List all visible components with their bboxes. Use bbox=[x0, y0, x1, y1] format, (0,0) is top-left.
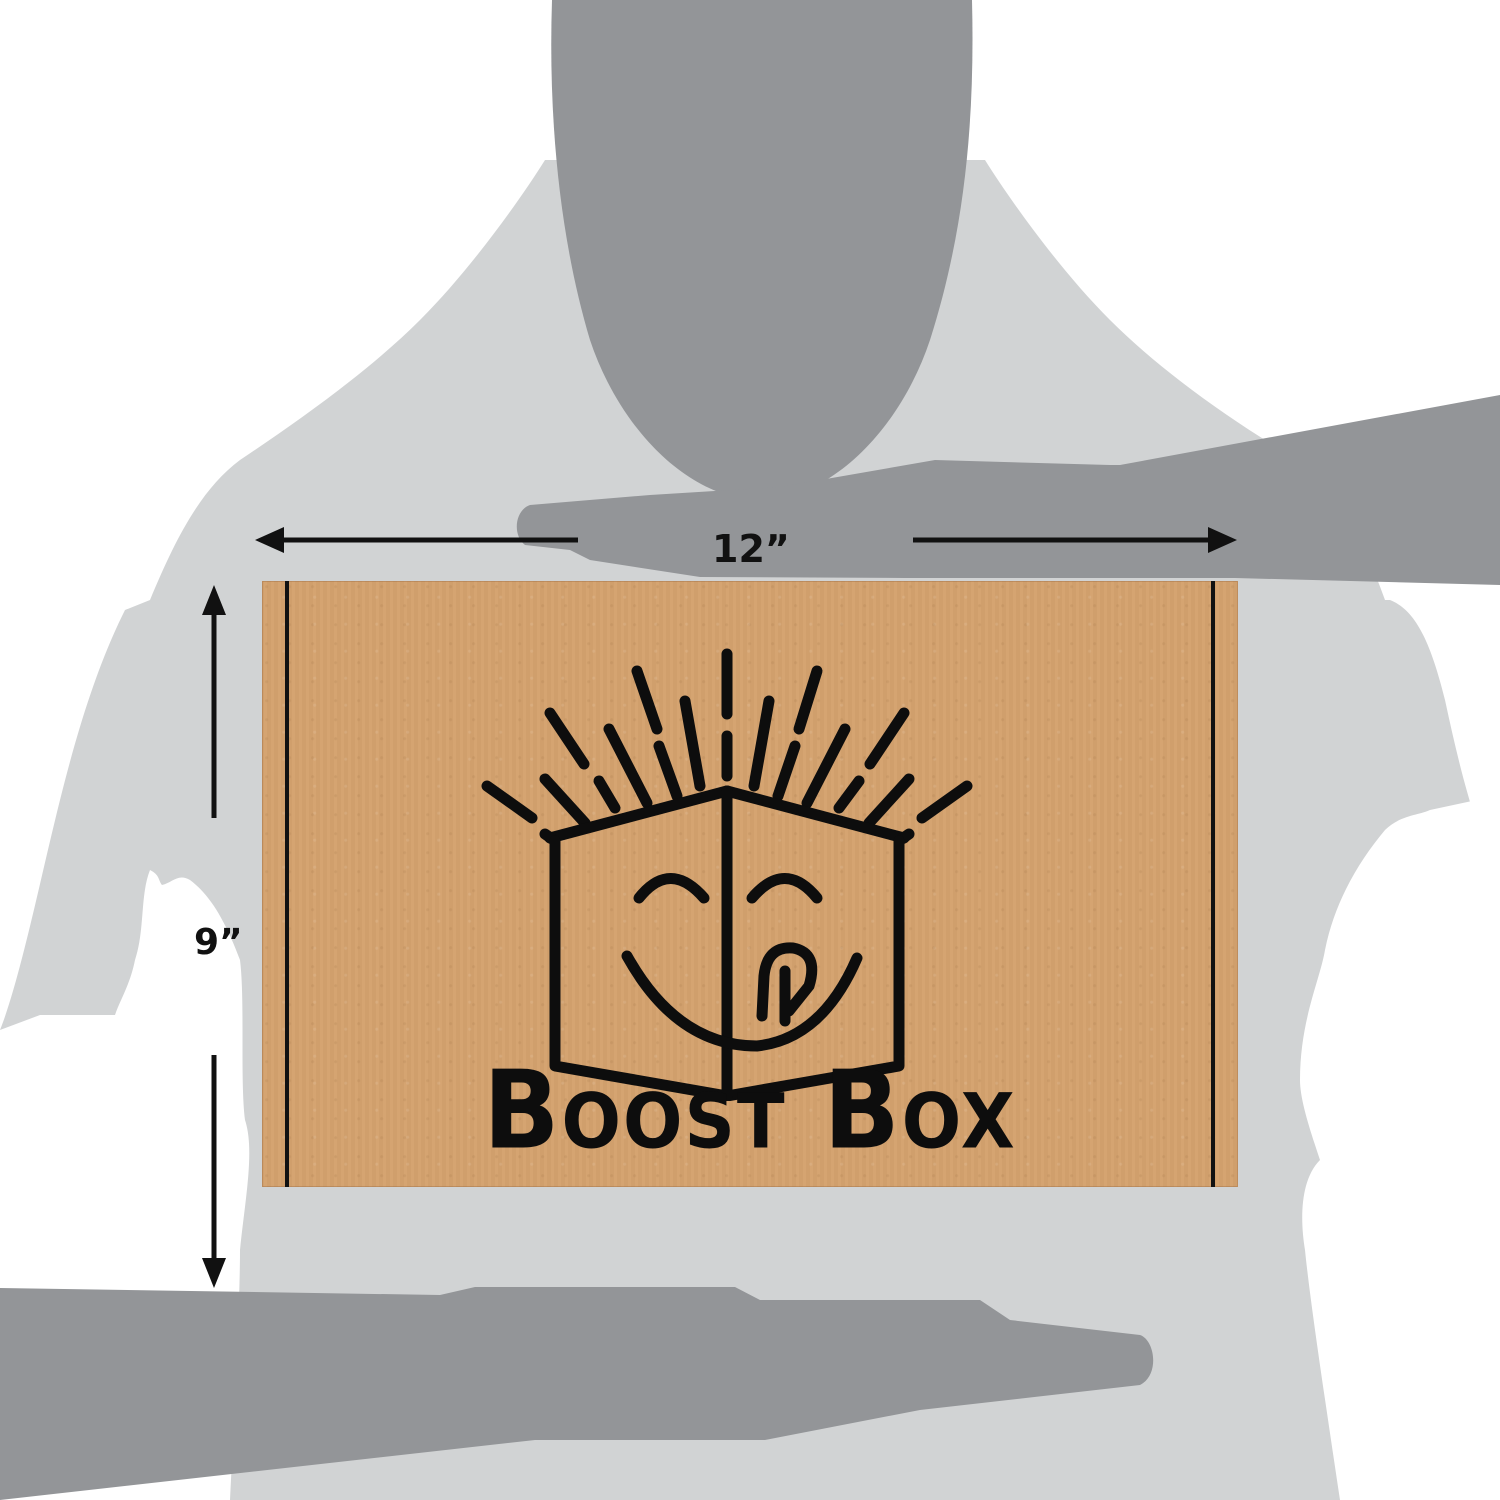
head-shape bbox=[551, 0, 973, 500]
arrow-left-icon bbox=[255, 527, 284, 553]
smile bbox=[621, 950, 863, 1052]
left-eye bbox=[633, 873, 710, 904]
product-box: Boost Box bbox=[262, 581, 1238, 1187]
arrow-down-icon bbox=[202, 1258, 226, 1288]
lower-hand-shape bbox=[0, 1287, 1154, 1500]
upper-hand-shape bbox=[516, 395, 1500, 585]
brand-name: Boost Box bbox=[483, 1047, 1017, 1174]
height-arrow bbox=[202, 585, 226, 1288]
box-flap-line-right bbox=[1211, 581, 1215, 1187]
height-dimension-label: 9” bbox=[194, 922, 243, 963]
arrow-right-icon bbox=[1208, 527, 1237, 553]
smiling-box-face-icon bbox=[481, 648, 973, 1101]
tongue bbox=[756, 942, 818, 1022]
arrow-up-icon bbox=[202, 585, 226, 615]
width-arrow bbox=[255, 527, 1237, 553]
ray bbox=[481, 780, 538, 824]
box-flap-line-left bbox=[285, 581, 289, 1187]
right-armpit-gap bbox=[1300, 665, 1500, 1500]
width-dimension-label: 12” bbox=[712, 527, 790, 571]
right-eye bbox=[746, 873, 823, 904]
